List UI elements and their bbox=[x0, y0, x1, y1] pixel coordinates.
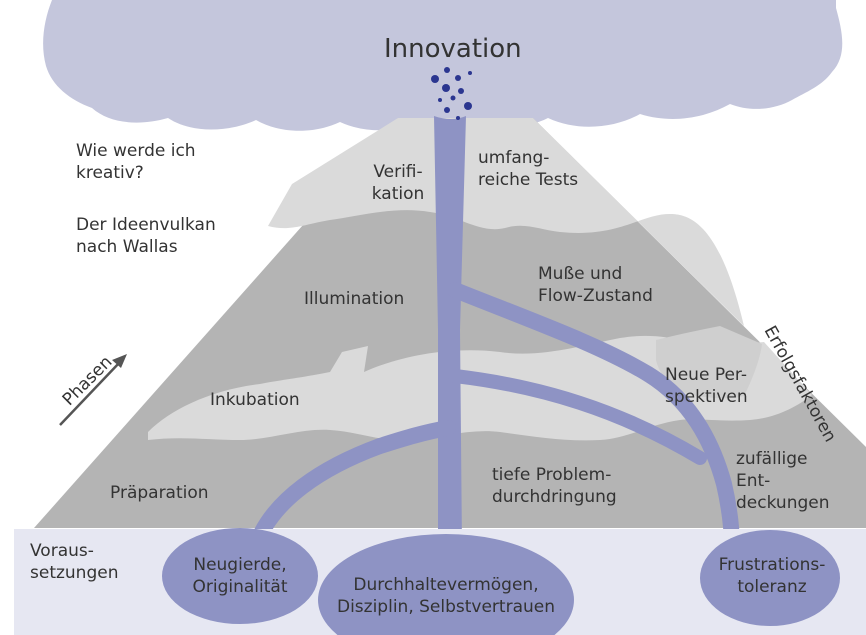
phases-arrow bbox=[59, 354, 127, 426]
frustration-bubble bbox=[700, 530, 840, 626]
phase-verification: Verifi- kation bbox=[371, 162, 425, 204]
prerequisite-perseverance: Durchhaltevermögen, Disziplin, Selbstver… bbox=[336, 575, 555, 617]
prerequisite-curiosity: Neugierde, Originalität bbox=[192, 555, 288, 597]
phase-illumination: Illumination bbox=[304, 289, 405, 309]
magma-channel-perspectives bbox=[448, 369, 707, 465]
intro-subtitle: Der Ideenvulkan nach Wallas bbox=[76, 215, 216, 257]
phase-preparation: Präparation bbox=[110, 483, 209, 503]
innovation-title: Innovation bbox=[384, 34, 522, 64]
magma-vent bbox=[434, 116, 466, 548]
factor-perspectives: Neue Per- spektiven bbox=[665, 365, 748, 407]
layer-perspective bbox=[656, 326, 762, 399]
prerequisite-frustration: Frustrations- toleranz bbox=[718, 555, 826, 597]
factor-discoveries: zufällige Ent- deckungen bbox=[736, 449, 830, 513]
phase-incubation: Inkubation bbox=[210, 390, 300, 410]
innovation-bubbles bbox=[431, 67, 472, 120]
magma-channel-curiosity bbox=[250, 420, 456, 548]
factor-tests: umfang- reiche Tests bbox=[478, 148, 579, 190]
curiosity-bubble bbox=[162, 528, 318, 624]
innovation-cloud bbox=[43, 0, 843, 131]
layer-incubation bbox=[148, 335, 812, 441]
factor-flow: Muße und Flow-Zustand bbox=[538, 264, 653, 306]
magma-channel-frustration bbox=[447, 282, 740, 556]
layer-verification bbox=[268, 118, 744, 326]
perseverance-bubble bbox=[318, 534, 574, 635]
factor-deep-penetration: tiefe Problem- durchdringung bbox=[492, 465, 617, 507]
prerequisites-label: Voraus- setzungen bbox=[30, 541, 119, 583]
intro-question: Wie werde ich kreativ? bbox=[76, 141, 196, 183]
